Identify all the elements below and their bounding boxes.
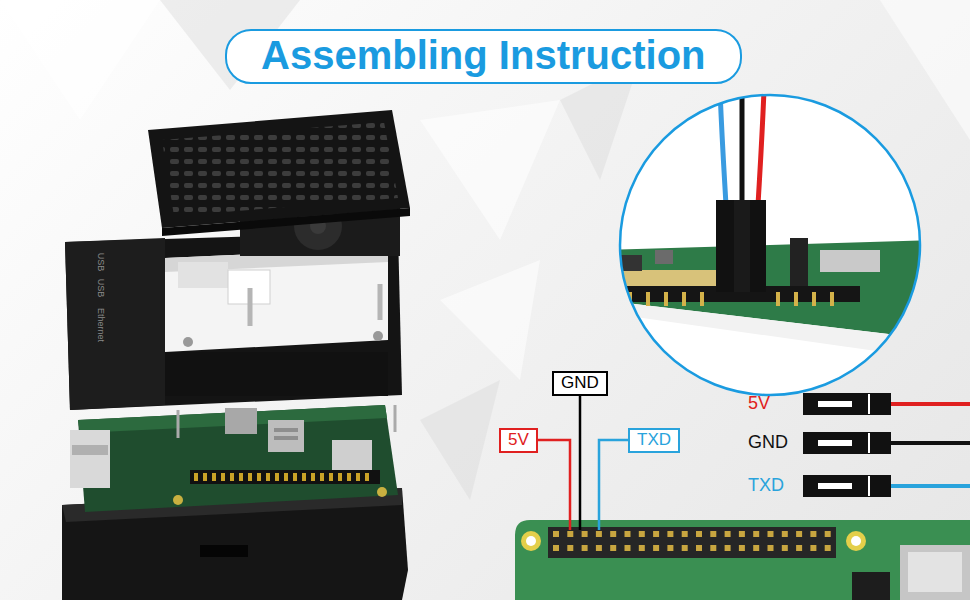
header-pin: [653, 545, 659, 551]
pi-board: [515, 520, 970, 600]
port-label: Ethernet: [95, 308, 105, 342]
header-pin: [625, 531, 631, 537]
header-pin: [782, 531, 788, 537]
header-pin: [553, 545, 559, 551]
header-pin: [553, 531, 559, 537]
header-pin: [810, 531, 816, 537]
header-pin: [696, 545, 702, 551]
closeup-photo: [600, 90, 940, 395]
header-pin: [667, 531, 673, 537]
header-pin: [596, 531, 602, 537]
header-pin: [653, 531, 659, 537]
header-pin: [753, 545, 759, 551]
header-pin: [739, 545, 745, 551]
header-pin: [825, 531, 831, 537]
pin-label-box: 5V: [499, 428, 538, 453]
header-pin: [768, 531, 774, 537]
header-pin: [710, 545, 716, 551]
wire-label: GND: [748, 433, 788, 453]
dupont-connectors: [803, 393, 970, 497]
port-label: USB: [95, 279, 105, 298]
header-pin: [725, 531, 731, 537]
header-pin: [567, 531, 573, 537]
header-pin: [710, 531, 716, 537]
header-pin: [796, 545, 802, 551]
header-pin: [725, 545, 731, 551]
wire-label: TXD: [748, 476, 784, 496]
header-pin: [768, 545, 774, 551]
pin-wires: [538, 396, 628, 530]
pin-name: 5V: [508, 431, 529, 450]
header-pin: [610, 545, 616, 551]
header-pin: [596, 545, 602, 551]
header-pin: [825, 545, 831, 551]
header-pin: [796, 531, 802, 537]
port-label: USB: [95, 253, 105, 272]
pin-name: GND: [561, 374, 599, 393]
header-pin: [682, 531, 688, 537]
pin-name: TXD: [637, 431, 671, 450]
case-illustration: [62, 110, 410, 600]
header-pin: [639, 545, 645, 551]
pin-label-box: TXD: [628, 428, 680, 453]
header-pin: [696, 531, 702, 537]
title-banner: Assembling Instruction: [225, 29, 742, 84]
header-pin: [567, 545, 573, 551]
header-pin: [667, 545, 673, 551]
header-pin: [625, 545, 631, 551]
header-pin: [753, 531, 759, 537]
pin-label-box: GND: [552, 371, 608, 396]
header-pin: [810, 545, 816, 551]
header-pin: [782, 545, 788, 551]
header-pin: [582, 545, 588, 551]
header-pin: [582, 531, 588, 537]
header-pin: [739, 531, 745, 537]
header-pin: [682, 545, 688, 551]
header-pin: [610, 531, 616, 537]
header-pin: [639, 531, 645, 537]
wire-label: 5V: [748, 394, 770, 414]
